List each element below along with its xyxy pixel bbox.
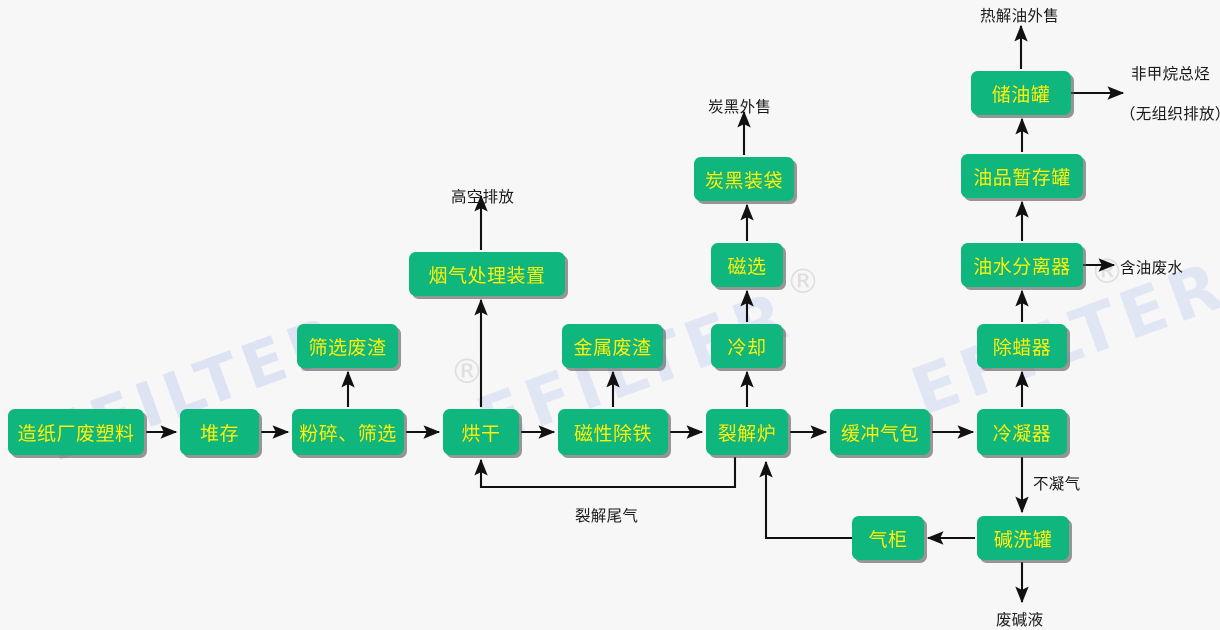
label-pyrolysis-tail-gas: 裂解尾气 xyxy=(575,507,639,525)
node-magnetic-deironing[interactable]: 磁性除铁 xyxy=(558,409,668,455)
label-carbon-black-sale: 炭黑外售 xyxy=(708,98,772,116)
label-oily-wastewater: 含油废水 xyxy=(1120,259,1184,277)
node-condenser[interactable]: 冷凝器 xyxy=(977,409,1067,455)
node-dewaxer[interactable]: 除蜡器 xyxy=(977,324,1067,368)
watermark-registered-mark-center: ® xyxy=(450,352,484,392)
node-label: 碱洗罐 xyxy=(993,528,1053,551)
node-label: 炭黑装袋 xyxy=(704,169,783,192)
label-waste-alkali-liquid: 废碱液 xyxy=(996,611,1044,629)
node-drying[interactable]: 烘干 xyxy=(443,409,519,455)
label-pyrolysis-oil-sale: 热解油外售 xyxy=(980,7,1060,25)
node-label: 磁性除铁 xyxy=(573,422,652,445)
node-pyrolysis-furnace[interactable]: 裂解炉 xyxy=(706,409,788,455)
node-alkali-wash-tank[interactable]: 碱洗罐 xyxy=(977,516,1069,560)
node-flue-gas-treatment[interactable]: 烟气处理装置 xyxy=(409,252,565,296)
node-label: 除蜡器 xyxy=(992,336,1052,359)
node-label: 油水分离器 xyxy=(973,255,1071,278)
watermark-registered-mark-mid: ® xyxy=(786,262,820,302)
node-cooling[interactable]: 冷却 xyxy=(711,324,783,368)
node-buffer-gas-tank[interactable]: 缓冲气包 xyxy=(830,409,930,455)
node-screening-residue[interactable]: 筛选废渣 xyxy=(297,324,398,368)
node-label: 油品暂存罐 xyxy=(973,166,1071,189)
node-oil-temp-storage-tank[interactable]: 油品暂存罐 xyxy=(961,154,1083,198)
node-oil-storage-tank[interactable]: 储油罐 xyxy=(971,71,1071,115)
node-label: 缓冲气包 xyxy=(840,422,919,445)
label-nmhc: 非甲烷总烃 xyxy=(1131,65,1211,83)
node-label: 筛选废渣 xyxy=(308,336,387,359)
node-crush-screen[interactable]: 粉碎、筛选 xyxy=(292,409,404,455)
node-stockpile[interactable]: 堆存 xyxy=(180,409,259,455)
node-label: 造纸厂废塑料 xyxy=(17,422,135,445)
node-label: 烟气处理装置 xyxy=(428,264,546,287)
node-label: 气柜 xyxy=(868,528,908,551)
watermark-registered-mark-right: ® xyxy=(1090,252,1124,292)
node-label: 冷却 xyxy=(727,336,767,359)
node-metal-residue[interactable]: 金属废渣 xyxy=(562,324,663,368)
label-fugitive-emission: （无组织排放） xyxy=(1120,105,1220,123)
label-non-condensable-gas: 不凝气 xyxy=(1033,475,1081,493)
node-label: 磁选 xyxy=(727,255,767,278)
node-magnetic-separation[interactable]: 磁选 xyxy=(711,243,783,287)
node-label: 冷凝器 xyxy=(992,422,1052,445)
node-raw-plastic[interactable]: 造纸厂废塑料 xyxy=(8,409,144,455)
node-oil-water-separator[interactable]: 油水分离器 xyxy=(961,243,1083,287)
node-gas-holder[interactable]: 气柜 xyxy=(852,516,924,560)
node-carbon-black-bagging[interactable]: 炭黑装袋 xyxy=(694,157,794,201)
node-label: 堆存 xyxy=(199,422,239,445)
label-high-altitude-emission: 高空排放 xyxy=(451,188,515,206)
node-label: 裂解炉 xyxy=(717,422,777,445)
node-label: 粉碎、筛选 xyxy=(299,422,397,445)
node-label: 金属废渣 xyxy=(573,336,652,359)
node-label: 烘干 xyxy=(461,422,501,445)
node-label: 储油罐 xyxy=(991,83,1051,106)
